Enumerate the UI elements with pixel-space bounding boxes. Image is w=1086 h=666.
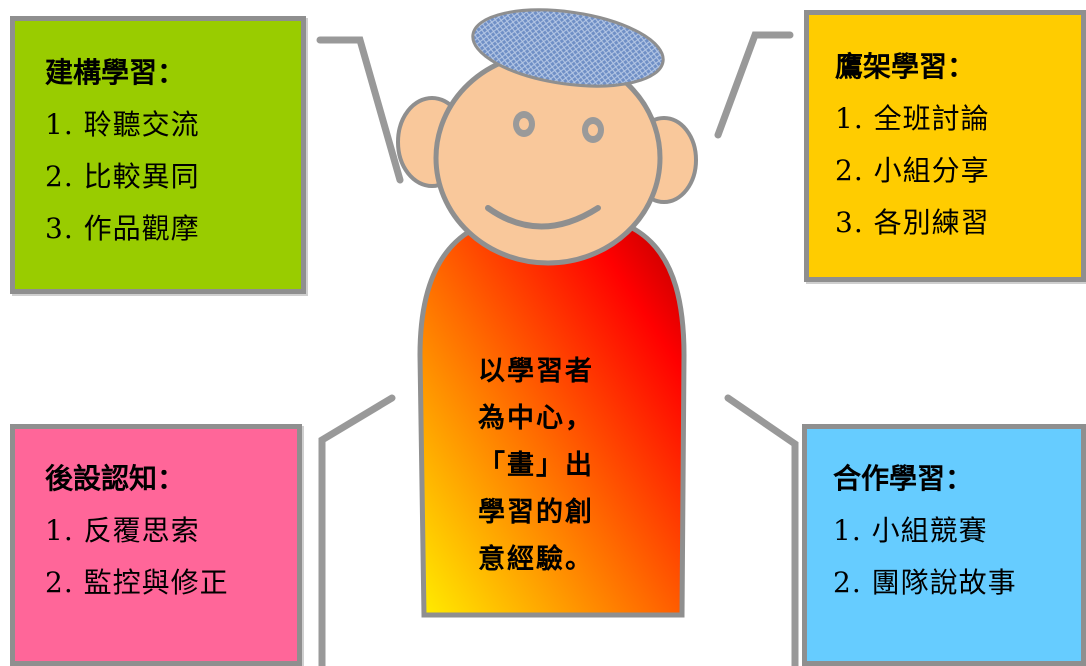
metacognition-item: 1. 反覆思索 — [45, 514, 200, 547]
metacognition-box: 後設認知： 1. 反覆思索 2. 監控與修正 — [10, 424, 302, 666]
constructive-learning-box: 建構學習： 1. 聆聽交流 2. 比較異同 3. 作品觀摩 — [10, 16, 306, 294]
connector-top-right — [714, 31, 794, 139]
center-statement: 以學習者 為中心， 「畫」出 學習的創 意經驗。 — [436, 348, 636, 583]
connector-bottom-right — [724, 394, 799, 666]
constructive-learning-item: 2. 比較異同 — [45, 160, 200, 193]
metacognition-title: 後設認知： — [45, 462, 186, 495]
constructive-learning-item: 3. 作品觀摩 — [45, 212, 200, 245]
center-line: 學習的創 — [478, 497, 594, 528]
cooperative-learning-title: 合作學習： — [833, 462, 974, 495]
scaffolding-learning-item: 1. 全班討論 — [835, 102, 990, 135]
metacognition-item: 2. 監控與修正 — [45, 566, 229, 599]
cooperative-learning-box: 合作學習： 1. 小組競賽 2. 團隊說故事 — [802, 424, 1086, 666]
scaffolding-learning-item: 2. 小組分享 — [835, 154, 990, 187]
cooperative-learning-item: 2. 團隊說故事 — [833, 566, 1017, 599]
constructive-learning-title: 建構學習： — [45, 56, 186, 89]
center-line: 「畫」出 — [478, 450, 594, 481]
cooperative-learning-item: 1. 小組競賽 — [833, 514, 988, 547]
scaffolding-learning-item: 3. 各別練習 — [835, 206, 990, 239]
center-line: 以學習者 — [478, 356, 594, 387]
constructive-learning-item: 1. 聆聽交流 — [45, 108, 200, 141]
scaffolding-learning-title: 鷹架學習： — [835, 50, 976, 83]
center-line: 為中心， — [478, 403, 594, 434]
scaffolding-learning-box: 鷹架學習： 1. 全班討論 2. 小組分享 3. 各別練習 — [804, 10, 1086, 282]
connector-top-left — [316, 36, 404, 184]
center-line: 意經驗。 — [478, 544, 594, 575]
connector-bottom-left — [318, 394, 396, 666]
cap — [471, 8, 665, 88]
smile — [485, 205, 601, 230]
connector-lines — [316, 31, 799, 666]
